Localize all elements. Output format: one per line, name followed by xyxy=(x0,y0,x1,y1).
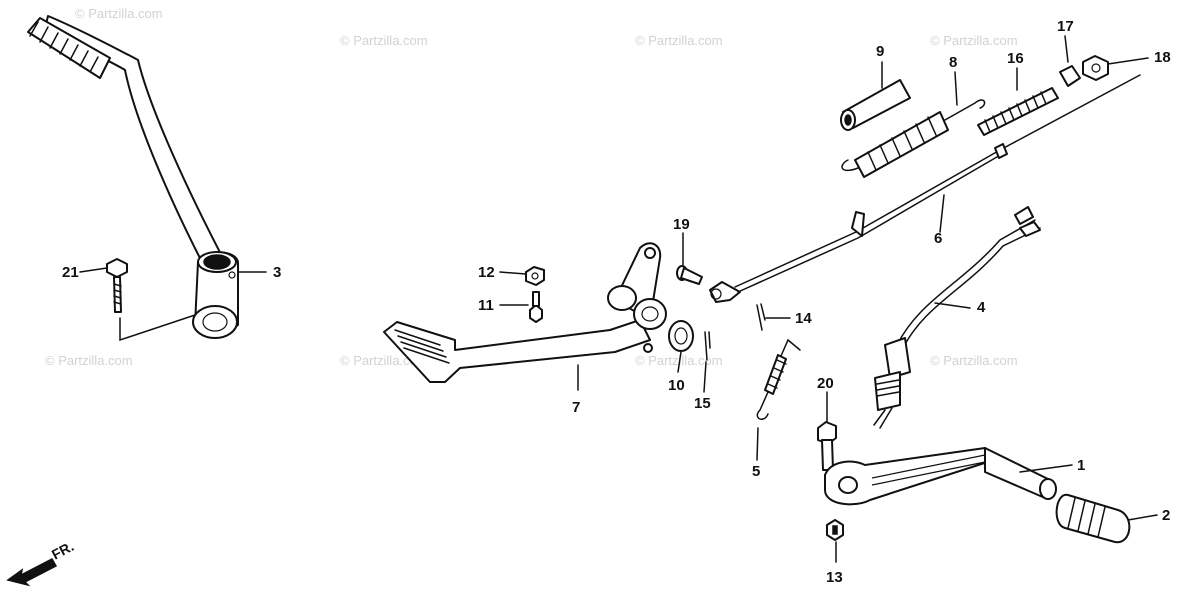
callout-6: 6 xyxy=(934,230,942,247)
callout-8: 8 xyxy=(949,54,957,71)
cotter-pin-14[interactable] xyxy=(756,303,766,331)
bolt-11[interactable] xyxy=(529,291,543,323)
callout-5: 5 xyxy=(752,463,760,480)
callout-10: 10 xyxy=(668,377,685,394)
callout-18: 18 xyxy=(1154,49,1171,66)
watermark: © Partzilla.com xyxy=(635,33,723,48)
callout-12: 12 xyxy=(478,264,495,281)
front-direction-indicator: FR. xyxy=(6,538,76,587)
bolt-21[interactable] xyxy=(106,258,128,313)
callout-17: 17 xyxy=(1057,18,1074,35)
return-spring-8[interactable] xyxy=(841,99,986,178)
joint-17[interactable] xyxy=(1059,65,1081,87)
callout-9: 9 xyxy=(876,43,884,60)
seal-ring-10[interactable] xyxy=(668,320,694,352)
collar-9[interactable] xyxy=(840,79,911,131)
leader-lines xyxy=(79,35,1158,563)
callout-16: 16 xyxy=(1007,50,1024,67)
callout-20: 20 xyxy=(817,375,834,392)
watermark: © Partzilla.com xyxy=(635,353,723,368)
front-direction-label: FR. xyxy=(49,538,76,563)
watermark: © Partzilla.com xyxy=(340,33,428,48)
kick-starter-arm[interactable] xyxy=(27,15,239,339)
change-pedal-rubber[interactable] xyxy=(1055,493,1131,544)
change-pedal[interactable] xyxy=(824,447,1057,506)
stop-switch-4[interactable] xyxy=(873,206,1041,429)
nut-12[interactable] xyxy=(525,266,545,286)
front-arrow-icon xyxy=(6,558,58,587)
adjusting-nut-18[interactable] xyxy=(1082,55,1109,81)
bolt-21-leader xyxy=(119,314,196,342)
watermarks: © Partzilla.com © Partzilla.com © Partzi… xyxy=(45,6,1018,368)
cotter-pin-15[interactable] xyxy=(704,331,711,361)
brake-pedal[interactable] xyxy=(383,242,667,383)
callout-15: 15 xyxy=(694,395,711,412)
nut-13[interactable] xyxy=(826,519,844,541)
callout-labels: 1 2 3 4 5 6 7 8 9 10 11 12 13 14 15 16 1… xyxy=(62,18,1171,586)
watermark: © Partzilla.com xyxy=(45,353,133,368)
callout-19: 19 xyxy=(673,216,690,233)
callout-21: 21 xyxy=(62,264,79,281)
brake-rod[interactable] xyxy=(709,74,1141,303)
pin-19[interactable] xyxy=(676,265,703,285)
spring-16[interactable] xyxy=(977,87,1059,136)
callout-1: 1 xyxy=(1077,457,1085,474)
bolt-20[interactable] xyxy=(817,421,837,471)
spring-5[interactable] xyxy=(756,338,801,420)
callout-14: 14 xyxy=(795,310,812,327)
kick-starter-grip xyxy=(27,17,111,79)
callout-7: 7 xyxy=(572,399,580,416)
callout-11: 11 xyxy=(478,297,494,314)
callout-4: 4 xyxy=(977,299,986,316)
watermark: © Partzilla.com xyxy=(930,353,1018,368)
watermark: © Partzilla.com xyxy=(930,33,1018,48)
callout-3: 3 xyxy=(273,264,281,281)
callout-2: 2 xyxy=(1162,507,1170,524)
watermark: © Partzilla.com xyxy=(75,6,163,21)
callout-13: 13 xyxy=(826,569,843,586)
